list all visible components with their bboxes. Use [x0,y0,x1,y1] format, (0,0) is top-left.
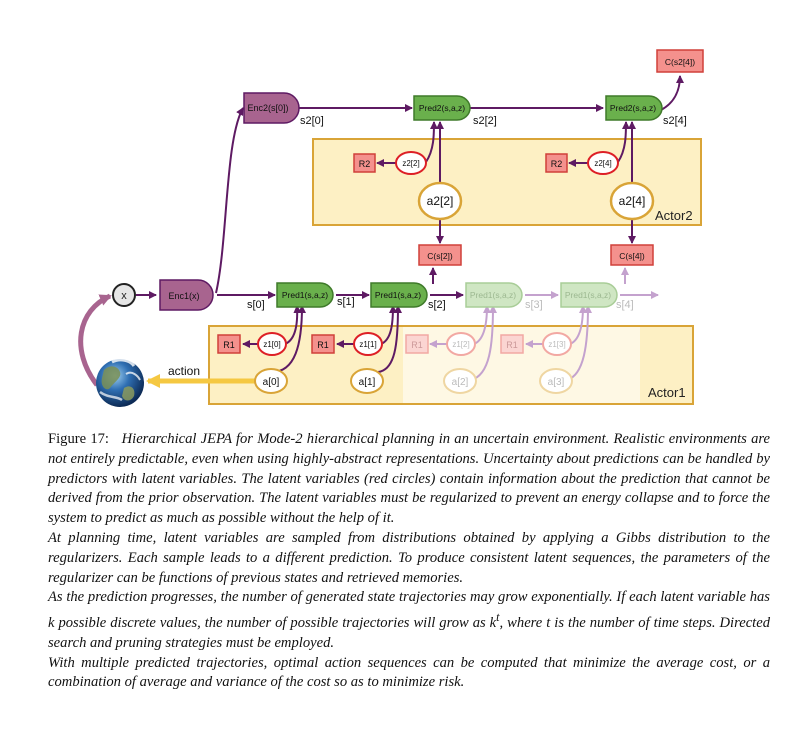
caption-para-3-end: , where t is the number of time steps. D… [48,615,771,651]
z1-2-label: z1[2] [452,340,469,349]
figure-title: Hierarchical JEPA for Mode-2 hierarchica… [121,431,610,447]
a2-4-action [609,181,655,221]
earth-globe-icon [96,358,144,407]
figure-caption: Figure 17: Hierarchical JEPA for Mode-2 … [48,430,770,693]
caption-para-3-start: As the prediction progresses, the number… [48,589,770,632]
r1-module-1 [311,334,335,354]
a3-label: a[3] [548,377,565,388]
pred2-module-4 [605,95,663,121]
pred1-module-1 [370,282,428,308]
z2-4-to-pred2-arrow [617,121,630,163]
a2-2-label: a2[2] [427,194,454,208]
z1-3-to-pred1-arrow [569,305,587,345]
caption-para-1: Realistic environments are not entirely … [48,431,770,527]
pred1-label-1: Pred1(s,a,z) [375,290,421,300]
pred2-to-cost-s24-arrow [660,75,684,111]
a2-4-label: a2[4] [619,194,646,208]
cost-s4-label: C(s[4]) [619,251,645,261]
r2-module-2 [353,153,376,173]
pred1-label-0: Pred1(s,a,z) [282,290,328,300]
a0-label: a[0] [263,377,280,388]
a2-label: a[2] [452,377,469,388]
edge-label-s0: s[0] [247,299,265,311]
actor1-label: Actor1 [648,385,686,400]
enc1-to-enc2-arrow [215,107,244,294]
r1-label-2-faded: R1 [411,340,423,350]
edge-label-action: action [168,364,200,378]
caption-para-2: At planning time, latent variables are s… [48,529,770,586]
x-node [112,283,136,307]
a3-action-faded [539,368,573,394]
cost-s2-label: C(s[2]) [427,251,453,261]
cost-s4-module [610,244,654,266]
edge-label-s2-4: s2[4] [663,115,687,127]
z2-2-latent [395,151,427,175]
pred2-label-2: Pred2(s,a,z) [419,103,465,113]
z1-1-to-pred1-arrow [380,305,397,345]
a2-2-action [417,181,463,221]
world-to-x-arrow [78,293,112,387]
a1-label: a[1] [359,377,376,388]
r1-label-1: R1 [317,340,329,350]
a1-action [350,368,384,394]
z1-0-to-pred1-arrow [284,305,302,345]
edge-label-s3: s[3] [525,299,543,311]
pred1-module-3-faded [560,282,618,308]
r2-module-4 [545,153,568,173]
caption-first-paragraph: Figure 17: Hierarchical JEPA for Mode-2 … [48,430,770,529]
pred2-module-2 [413,95,471,121]
z1-3-label: z1[3] [548,340,565,349]
pred1-label-2-faded: Pred1(s,a,z) [470,290,516,300]
pred1-label-3-faded: Pred1(s,a,z) [565,290,611,300]
r1-module-0 [217,334,241,354]
r2-label-2: R2 [359,159,371,169]
z1-2-latent-faded [446,332,476,356]
cost-s2-module [418,244,462,266]
z1-0-label: z1[0] [263,340,280,349]
a2-action-faded [443,368,477,394]
z1-2-to-pred1-arrow [473,305,491,345]
r1-label-0: R1 [223,340,235,350]
r1-module-2-faded [405,334,429,354]
edge-label-s2-2: s2[2] [473,115,497,127]
pred1-module-2-faded [465,282,523,308]
a1-to-pred1-arrow [377,305,402,373]
r2-label-4: R2 [551,159,563,169]
z2-2-label: z2[2] [402,159,419,168]
r1-module-3-faded [500,334,524,354]
caption-para-3: As the prediction progresses, the number… [48,588,770,653]
caption-t-superscript: t [496,610,500,625]
a0-action [254,368,288,394]
edge-label-s4: s[4] [616,299,634,311]
x-node-label: x [121,290,127,302]
z1-0-latent [257,332,287,356]
jepa-diagram: Actor2 Actor1 [78,49,704,407]
cost-s2-4-module [656,49,704,73]
enc1-label: Enc1(x) [168,291,199,301]
enc2-module [243,92,300,124]
z1-3-latent-faded [542,332,572,356]
cost-s2-4-label: C(s2[4]) [665,57,695,67]
edge-label-s2-0: s2[0] [300,115,324,127]
z1-1-label: z1[1] [359,340,376,349]
enc2-label: Enc2(s[0]) [247,103,288,113]
actor2-label: Actor2 [655,208,693,223]
figure-number: Figure 17: [48,431,109,447]
z1-1-latent [353,332,383,356]
r1-label-3-faded: R1 [506,340,518,350]
z2-2-to-pred2-arrow [425,121,438,163]
caption-k: k [489,615,497,632]
z2-4-latent [587,151,619,175]
edge-label-s1: s[1] [337,296,355,308]
z2-4-label: z2[4] [594,159,611,168]
edge-label-s2: s[2] [428,299,446,311]
pred1-module-0 [276,282,334,308]
enc1-module [159,279,214,311]
pred2-label-4: Pred2(s,a,z) [610,103,656,113]
caption-para-4: With multiple predicted trajectories, op… [48,654,770,691]
